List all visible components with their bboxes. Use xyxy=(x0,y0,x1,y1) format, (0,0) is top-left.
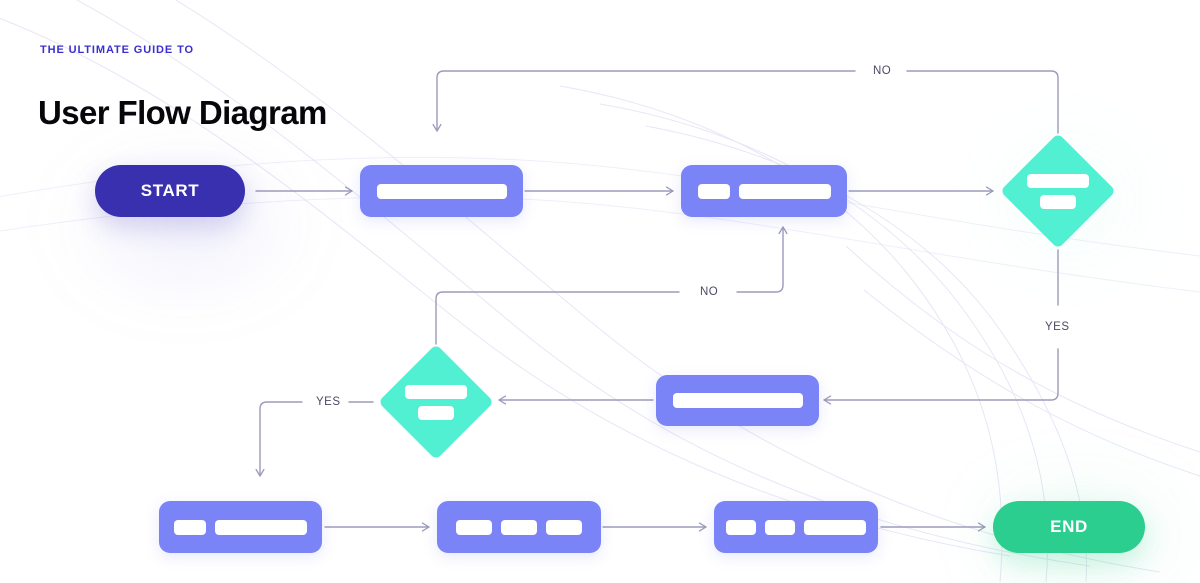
process-bar xyxy=(804,519,866,535)
process-bar xyxy=(174,519,206,535)
edge-decision2-no-seg1 xyxy=(435,291,680,345)
node-end-label: END xyxy=(1050,517,1088,536)
edge-label-no-top: NO xyxy=(866,65,899,77)
process-bar xyxy=(697,183,730,199)
node-process-5[interactable] xyxy=(437,501,601,553)
node-process-2[interactable] xyxy=(681,165,847,217)
edge-label-no-middle: NO xyxy=(693,286,726,298)
node-decision-2[interactable] xyxy=(378,344,494,460)
process-bar xyxy=(215,519,307,535)
process-bar xyxy=(765,519,795,535)
node-process-4[interactable] xyxy=(159,501,322,553)
edge-label-yes-left: YES xyxy=(309,396,348,408)
edge-decision1-no-seg2 xyxy=(432,70,856,132)
edge-label-yes-right: YES xyxy=(1038,321,1077,333)
decision-bar xyxy=(1040,194,1076,209)
process-bar xyxy=(738,183,831,199)
eyebrow-label: THE ULTIMATE GUIDE TO xyxy=(40,44,194,56)
decision-bar xyxy=(1027,173,1089,188)
node-process-3[interactable] xyxy=(656,375,819,426)
edge-decision1-no-seg1 xyxy=(906,70,1059,134)
node-start[interactable]: START xyxy=(95,165,245,217)
node-end[interactable]: END xyxy=(993,501,1145,553)
edge-decision2-yes-seg2 xyxy=(255,401,303,477)
edge-decision2-no-seg2 xyxy=(736,226,788,293)
node-start-label: START xyxy=(140,181,200,200)
node-process-6[interactable] xyxy=(714,501,878,553)
process-bar xyxy=(546,519,582,535)
process-bar xyxy=(501,519,537,535)
process-bar xyxy=(376,183,507,199)
decision-bars xyxy=(1017,150,1099,232)
process-bar xyxy=(672,393,803,408)
decision-bar xyxy=(418,405,454,420)
process-bar xyxy=(456,519,492,535)
process-bar xyxy=(726,519,756,535)
edge-decision1-yes-seg2 xyxy=(823,348,1059,405)
decision-bar xyxy=(405,384,467,399)
node-decision-1[interactable] xyxy=(1000,133,1116,249)
decision-bars xyxy=(395,361,477,443)
page-title: User Flow Diagram xyxy=(38,94,327,132)
node-process-1[interactable] xyxy=(360,165,523,217)
